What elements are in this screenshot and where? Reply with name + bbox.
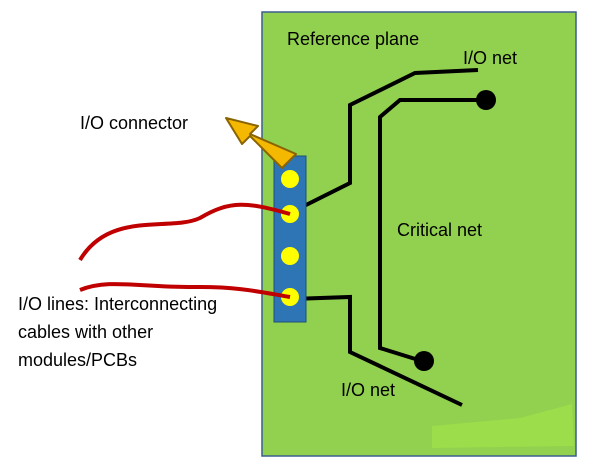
label-critical-net: Critical net (397, 220, 482, 240)
io-net-bottom-trace (291, 294, 463, 407)
io-cable-lower (79, 282, 291, 299)
label-io-connector: I/O connector (80, 113, 188, 133)
io-connector-arrow (225, 117, 297, 169)
critical-net-trace (378, 98, 484, 364)
io-cable-upper (78, 202, 291, 262)
label-io-lines-2: cables with other (18, 322, 153, 342)
label-io-lines-1: I/O lines: Interconnecting (18, 294, 217, 314)
label-io-net-bottom: I/O net (341, 380, 395, 400)
connector-pin-1 (281, 170, 299, 188)
board-smudge (432, 404, 574, 448)
connector-pin-3 (281, 247, 299, 265)
label-io-net-top: I/O net (463, 48, 517, 68)
label-reference-plane: Reference plane (287, 29, 419, 49)
critical-net-end-bottom (414, 351, 434, 371)
label-io-lines-3: modules/PCBs (18, 350, 137, 370)
reference-plane (261, 11, 577, 457)
critical-net-end-top (476, 90, 496, 110)
io-net-top-trace (291, 68, 479, 214)
